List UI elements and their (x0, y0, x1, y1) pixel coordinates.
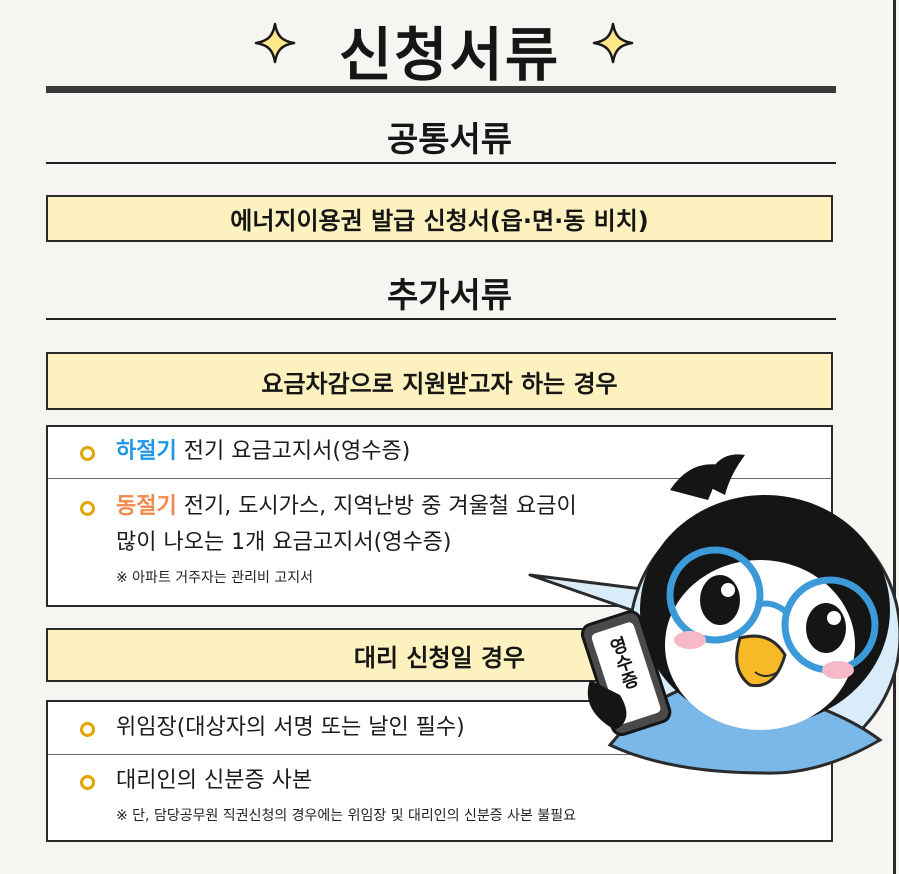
proxy-list: 위임장(대상자의 서명 또는 날인 필수) 대리인의 신분증 사본 ※ 단, 담… (46, 700, 833, 842)
list-item: 대리인의 신분증 사본 ※ 단, 담당공무원 직권신청의 경우에는 위임장 및 … (48, 755, 831, 842)
official-exemption-note: ※ 단, 담당공무원 직권신청의 경우에는 위임장 및 대리인의 신분증 사본 … (116, 808, 576, 824)
beak-mouth (754, 671, 779, 677)
list-item: 동절기 전기, 도시가스, 지역난방 중 겨울철 요금이 많이 나오는 1개 요… (48, 479, 831, 607)
page-title: 신청서류 (338, 21, 561, 89)
list-item-text: 대리인의 신분증 사본 (116, 768, 313, 793)
apartment-note: ※ 아파트 거주자는 관리비 고지서 (116, 570, 313, 586)
eye-left-highlight (721, 583, 735, 597)
bullet-icon (80, 775, 95, 790)
list-item: 위임장(대상자의 서명 또는 날인 필수) (48, 702, 831, 754)
list-divider (48, 754, 831, 755)
winter-text: 전기, 도시가스, 지역난방 중 겨울철 요금이 (176, 494, 577, 519)
list-item: 하절기 전기 요금고지서(영수증) (48, 427, 831, 477)
additional-heading-rule (46, 318, 836, 320)
eye-right (806, 603, 846, 653)
summer-text: 전기 요금고지서(영수증) (176, 439, 411, 464)
title-divider (46, 86, 836, 93)
common-heading-rule (46, 162, 836, 164)
cheek-right (822, 661, 854, 679)
fee-deduction-case-label: 요금차감으로 지원받고자 하는 경우 (46, 352, 833, 410)
bullet-icon (80, 446, 95, 461)
eye-right-highlight (827, 611, 841, 625)
phone-icon (580, 610, 672, 736)
list-item-text: 동절기 전기, 도시가스, 지역난방 중 겨울철 요금이 (116, 491, 577, 523)
bullet-icon (80, 722, 95, 737)
eye-left (700, 575, 740, 625)
beak (735, 634, 787, 688)
glasses-bridge (755, 600, 788, 615)
list-item-text: 하절기 전기 요금고지서(영수증) (116, 436, 410, 468)
common-docs-heading: 공통서류 (386, 120, 513, 160)
penguin-mascot: 영수증 (528, 454, 899, 775)
glasses-left-lens (666, 546, 764, 644)
cheek-left (674, 631, 706, 649)
sparkle-icon-right (592, 22, 634, 64)
list-item-text-line2: 많이 나오는 1개 요금고지서(영수증) (116, 530, 452, 555)
list-item-text: 위임장(대상자의 서명 또는 날인 필수) (116, 715, 465, 740)
winter-label: 동절기 (116, 494, 177, 519)
page-right-border (893, 0, 896, 874)
head-tuft-2 (705, 454, 745, 495)
penguin-flipper (587, 680, 627, 730)
additional-docs-heading: 추가서류 (386, 276, 513, 316)
head-tuft (670, 464, 720, 500)
sparkle-icon-left (254, 22, 296, 64)
bullet-icon (80, 501, 95, 516)
list-divider (48, 478, 831, 479)
application-form-box: 에너지이용권 발급 신청서(읍·면·동 비치) (46, 195, 833, 242)
summer-label: 하절기 (116, 439, 177, 464)
